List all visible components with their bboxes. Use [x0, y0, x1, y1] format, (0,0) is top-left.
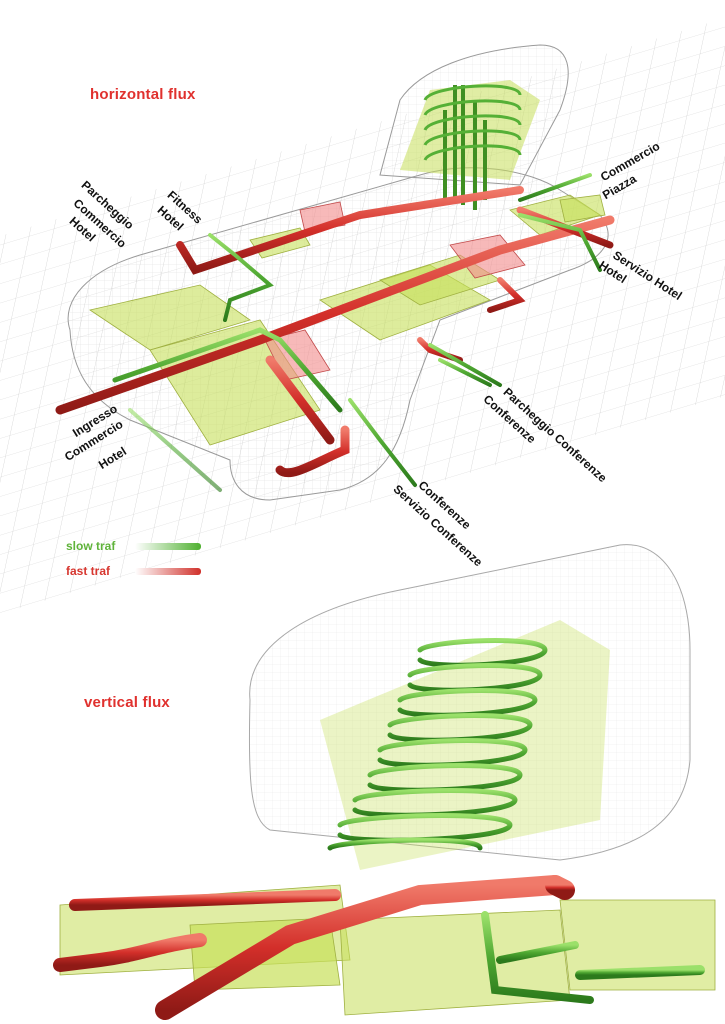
horizontal-flux-diagram	[0, 0, 725, 662]
legend-fast-bar	[135, 568, 201, 575]
legend	[135, 543, 201, 575]
tower-volumes	[400, 80, 540, 180]
vertical-flux-diagram	[53, 544, 716, 1020]
vertical-coils	[327, 638, 548, 851]
legend-slow-bar	[135, 543, 201, 550]
tower-coils	[423, 84, 522, 161]
tower-volume	[320, 620, 610, 870]
horizontal-flux-title: horizontal flux	[90, 86, 196, 103]
vertical-fast-pipes	[53, 875, 575, 1020]
legend-fast-label: fast traf	[66, 564, 111, 578]
vertical-slow-pipes	[481, 911, 705, 1004]
legend-slow-label: slow traf	[66, 539, 116, 553]
vertical-flux-title: vertical flux	[84, 694, 170, 711]
fast-traffic-pipes	[55, 186, 615, 478]
slow-traffic-pipes	[112, 173, 602, 492]
